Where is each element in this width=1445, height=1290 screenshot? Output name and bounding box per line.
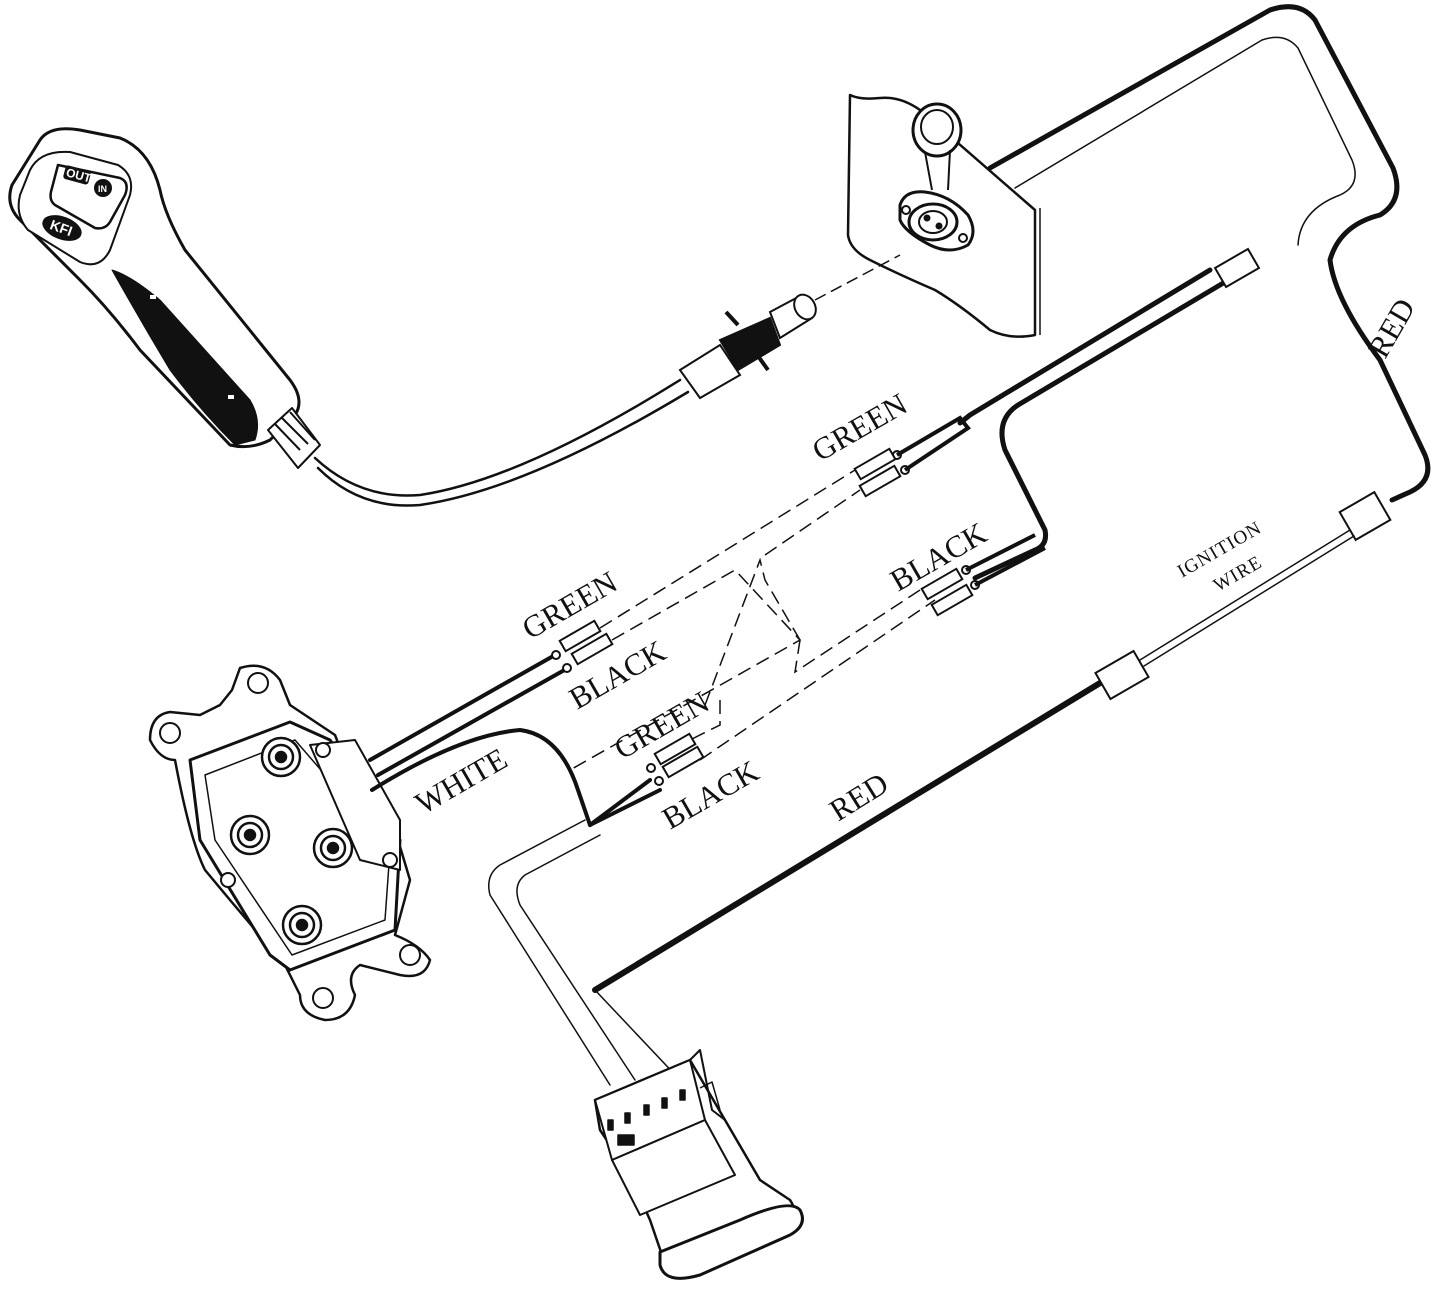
label-black-mid-left: BLACK xyxy=(563,633,672,716)
red-wire-sleeve-top xyxy=(1213,247,1261,289)
remote-in-label: IN xyxy=(98,184,107,194)
red-wire-bottom xyxy=(592,677,1108,993)
rocker-switch xyxy=(593,1049,804,1280)
control-box-wires xyxy=(368,653,662,827)
red-wire-sleeve-bottom xyxy=(1094,649,1150,701)
plug-alignment-dashed-line xyxy=(814,254,901,301)
red-wire-sleeve-right xyxy=(1338,490,1392,542)
dashed-wire-routes xyxy=(569,469,936,771)
white-wire-to-switch xyxy=(488,819,681,1086)
label-white: WHITE xyxy=(409,741,513,821)
bullet-connector-lower xyxy=(646,732,705,786)
bullet-connector-upper xyxy=(551,619,614,673)
ignition-wire xyxy=(1139,529,1355,667)
bullet-connector-top-green xyxy=(853,415,971,498)
handheld-remote xyxy=(8,127,321,469)
remote-cable xyxy=(313,378,690,507)
remote-out-label: OUT xyxy=(65,165,94,185)
bullet-connector-mid-black xyxy=(920,533,1046,617)
remote-logo: KFI xyxy=(48,216,75,239)
solenoid-control-box xyxy=(148,664,432,1022)
socket-receptacle-icon xyxy=(898,190,975,252)
socket-cap-icon xyxy=(911,102,963,191)
label-red-top: RED xyxy=(1361,292,1422,363)
remote-plug-connector xyxy=(678,293,817,400)
label-red-bottom: RED xyxy=(823,765,894,828)
